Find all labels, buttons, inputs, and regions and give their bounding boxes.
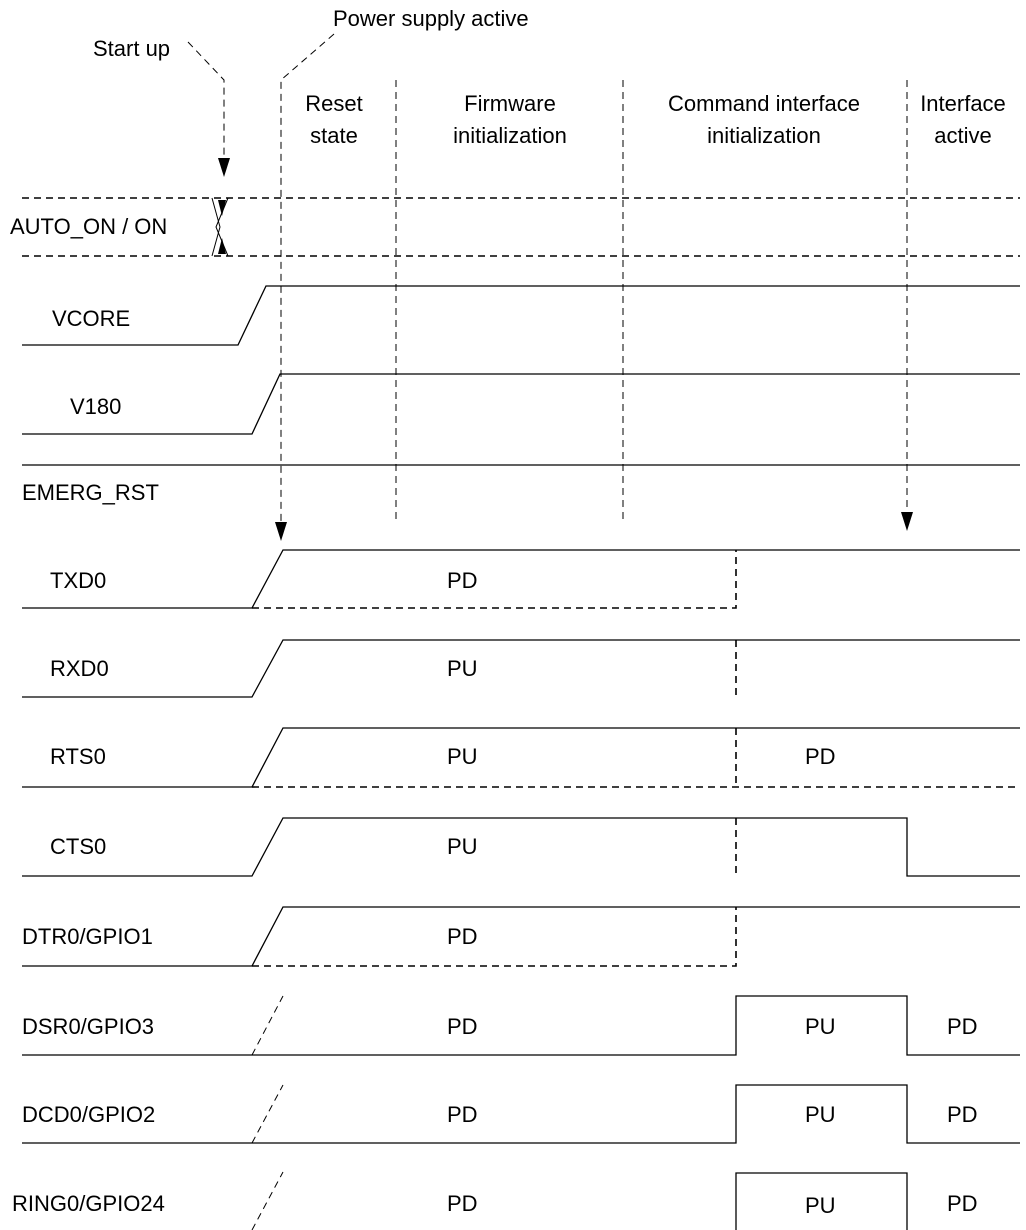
ring0-state-pu: PU [805,1193,836,1218]
power-supply-annotation: Power supply active [333,6,529,31]
txd0-state: PD [447,568,478,593]
signal-vcore: VCORE [22,285,1020,346]
signal-txd0: TXD0 PD [22,549,1020,609]
svg-text:Reset: Reset [305,91,362,116]
signal-dcd0: DCD0/GPIO2 PD PU PD [22,1084,1020,1144]
svg-text:DSR0/GPIO3: DSR0/GPIO3 [22,1014,154,1039]
start-up-arrow-icon [218,158,230,177]
svg-text:EMERG_RST: EMERG_RST [22,480,159,505]
svg-text:CTS0: CTS0 [50,834,106,859]
ring0-state-pd: PD [447,1191,478,1216]
dtr0-state: PD [447,924,478,949]
dsr0-state-pu: PU [805,1014,836,1039]
rts0-state-pu: PU [447,744,478,769]
signal-dtr0: DTR0/GPIO1 PD [22,906,1020,967]
svg-text:AUTO_ON / ON: AUTO_ON / ON [10,214,167,239]
svg-text:DTR0/GPIO1: DTR0/GPIO1 [22,924,153,949]
signal-rxd0: RXD0 PU [22,639,1020,698]
signal-cts0: CTS0 PU [22,817,1020,877]
svg-text:Firmware: Firmware [464,91,556,116]
ring0-state-pd2: PD [947,1191,978,1216]
dsr0-state-pd2: PD [947,1014,978,1039]
signal-auto-on: AUTO_ON / ON [10,197,1020,257]
signal-ring0: RING0/GPIO24 PD PU PD [12,1171,978,1230]
svg-text:V180: V180 [70,394,121,419]
power-supply-arrow-icon [275,522,287,541]
svg-text:initialization: initialization [453,123,567,148]
svg-text:Interface: Interface [920,91,1006,116]
svg-text:active: active [934,123,991,148]
phase-interface-active: Interface active [920,91,1006,148]
dcd0-state-pd2: PD [947,1102,978,1127]
svg-text:RING0/GPIO24: RING0/GPIO24 [12,1191,165,1216]
svg-text:DCD0/GPIO2: DCD0/GPIO2 [22,1102,155,1127]
signal-emerg-rst: EMERG_RST [22,464,1020,505]
dsr0-state-pd: PD [447,1014,478,1039]
svg-text:state: state [310,123,358,148]
dcd0-state-pd: PD [447,1102,478,1127]
cts0-state: PU [447,834,478,859]
svg-text:VCORE: VCORE [52,306,130,331]
svg-text:RXD0: RXD0 [50,656,109,681]
phase-firmware-init: Firmware initialization [453,91,567,148]
interface-active-arrow-icon [901,512,913,531]
svg-text:Command interface: Command interface [668,91,860,116]
rts0-state-pd: PD [805,744,836,769]
svg-text:TXD0: TXD0 [50,568,106,593]
signal-v180: V180 [22,373,1020,435]
start-up-leader [187,41,225,158]
signal-rts0: RTS0 PU PD [22,727,1020,788]
dcd0-state-pu: PU [805,1102,836,1127]
phase-command-interface-init: Command interface initialization [668,91,860,148]
start-up-annotation: Start up [93,36,170,61]
signal-dsr0: DSR0/GPIO3 PD PU PD [22,995,1020,1056]
power-supply-leader [280,33,335,522]
rxd0-state: PU [447,656,478,681]
svg-text:RTS0: RTS0 [50,744,106,769]
svg-text:initialization: initialization [707,123,821,148]
phase-reset: Reset state [305,91,362,148]
